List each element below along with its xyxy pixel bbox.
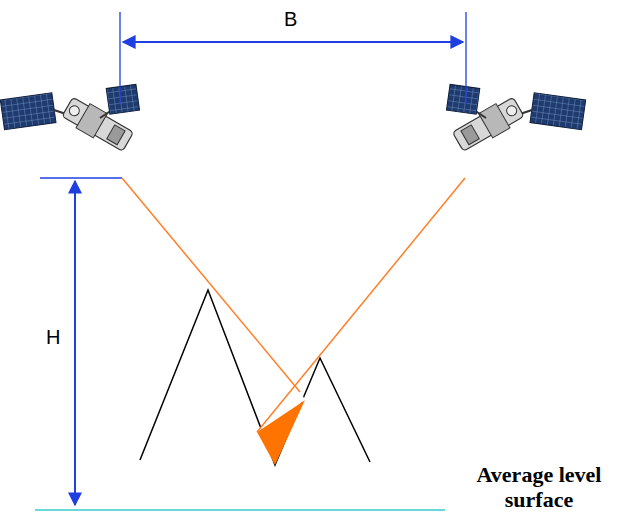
satellite-left xyxy=(0,84,139,154)
view-ray-right xyxy=(257,178,465,432)
level-surface-line xyxy=(35,509,445,511)
baseline-guide xyxy=(119,12,120,104)
baseline-guide xyxy=(465,12,466,104)
surface-label: Average level surface xyxy=(446,462,632,513)
terrain-profile xyxy=(140,290,370,465)
satellite-right xyxy=(446,84,585,154)
dimension-label: B xyxy=(284,8,297,31)
height-arrow xyxy=(74,181,76,505)
view-ray-left xyxy=(122,178,300,392)
dimension-label: H xyxy=(46,326,60,349)
baseline-arrow xyxy=(123,41,463,43)
height-guide xyxy=(40,177,122,178)
